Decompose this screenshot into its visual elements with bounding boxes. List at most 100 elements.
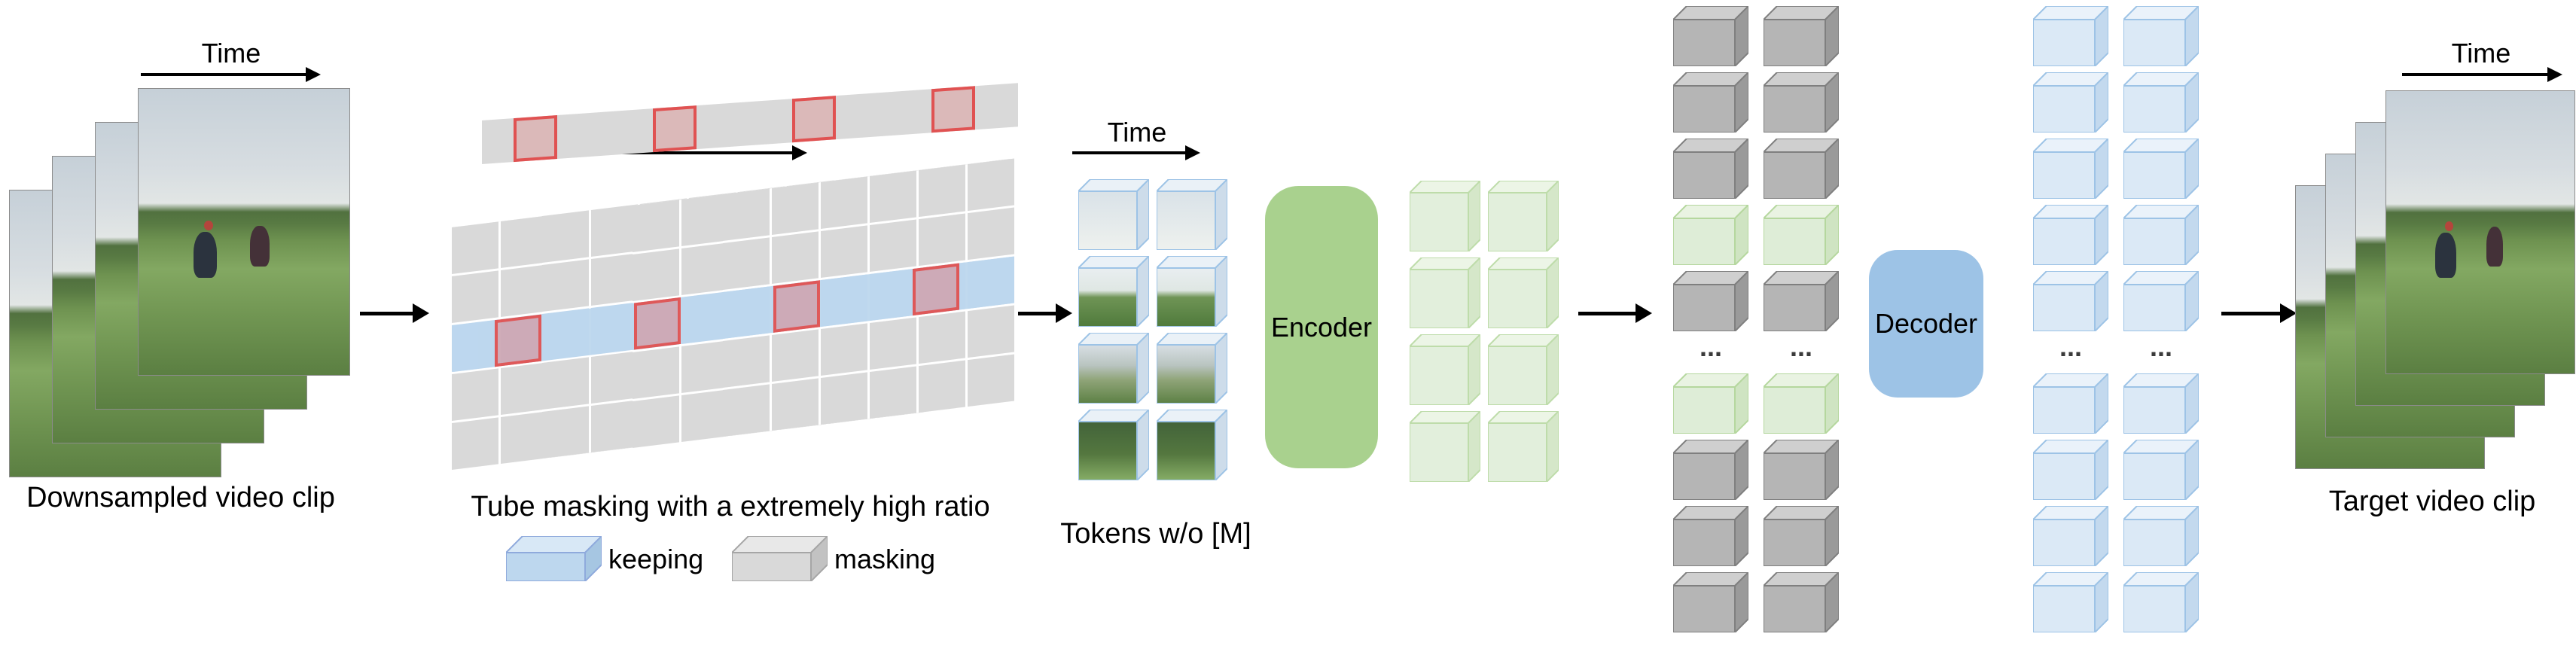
masked-patch	[452, 417, 498, 470]
visible-token-cube	[1078, 333, 1149, 404]
red-marker	[203, 220, 214, 231]
decoded-token-cube	[2033, 205, 2108, 265]
masked-patch	[681, 242, 728, 296]
masked-patch	[452, 221, 498, 274]
masked-patch	[968, 305, 1014, 358]
downsampled-video-stack	[9, 88, 355, 483]
player-figure	[2486, 227, 2503, 267]
visible-token-cube	[1157, 256, 1227, 327]
ellipsis: ...	[1699, 331, 1722, 362]
time-arrowhead-left-icon	[306, 67, 321, 82]
decoder-block: Decoder	[1869, 250, 1983, 398]
masked-patch	[681, 389, 728, 443]
encoded-token-cube	[1673, 373, 1748, 434]
masked-patch	[633, 395, 679, 448]
player-figure	[250, 226, 270, 267]
mask-token-cube	[1673, 572, 1748, 632]
highlighted-kept-patch	[773, 280, 820, 333]
time-label-tokens: Time	[1107, 117, 1167, 148]
encoded-token-cube	[1673, 205, 1748, 265]
mask-token-cube	[1673, 506, 1748, 566]
masked-patch	[772, 378, 819, 431]
masked-patch	[542, 259, 589, 312]
time-arrowhead-tokens-icon	[1185, 145, 1200, 160]
ellipsis: ...	[2149, 331, 2172, 362]
mask-token-cube	[1673, 271, 1748, 331]
masked-patch	[723, 188, 770, 241]
masked-patch	[772, 182, 819, 236]
masked-patch	[919, 164, 965, 218]
flow-arrow-4-line	[2221, 312, 2282, 315]
keeping-legend-cube-icon	[506, 536, 602, 581]
highlighted-masked-patch	[653, 105, 697, 153]
masked-patch	[633, 346, 679, 399]
decoded-token-cube	[2123, 6, 2199, 66]
time-label-left: Time	[201, 38, 261, 69]
masked-patch	[501, 411, 547, 465]
highlighted-kept-patch	[913, 263, 959, 316]
time-arrowhead-masking-icon	[792, 145, 807, 160]
highlighted-kept-patch	[495, 314, 541, 367]
decoded-token-cube	[2123, 271, 2199, 331]
keeping-legend-label: keeping	[608, 544, 704, 574]
masked-patch	[968, 158, 1014, 212]
highlighted-masked-patch	[792, 96, 836, 143]
decoded-token-cube	[2123, 440, 2199, 500]
masked-patch	[452, 368, 498, 421]
decoded-token-cube	[2123, 506, 2199, 566]
visible-token-cube	[1078, 256, 1149, 327]
tokens-caption: Tokens w/o [M]	[1060, 518, 1251, 550]
masked-patch	[919, 360, 965, 413]
masked-patch	[591, 204, 638, 257]
masked-patch	[821, 176, 867, 230]
ellipsis: ...	[1789, 331, 1812, 362]
decoded-token-cube	[2123, 572, 2199, 632]
masked-patch	[542, 406, 589, 459]
target-video-caption: Target video clip	[2328, 486, 2536, 517]
mask-token-cube	[1764, 72, 1839, 133]
masked-patch	[870, 170, 916, 224]
player-figure	[2435, 232, 2456, 278]
player-figure	[193, 232, 217, 278]
highlighted-masked-patch	[514, 115, 557, 163]
visible-token-cube	[1157, 179, 1227, 250]
masked-patch	[919, 213, 965, 267]
masked-patch	[821, 225, 867, 279]
masked-patch	[968, 207, 1014, 261]
visible-token-cube	[1157, 333, 1227, 404]
masked-patch	[870, 219, 916, 273]
time-arrow-tokens-line	[1072, 151, 1187, 154]
decoded-token-cube	[2033, 6, 2108, 66]
video-frame	[2385, 90, 2575, 374]
mask-token-cube	[1673, 6, 1748, 66]
masked-patch	[452, 270, 498, 323]
masked-patch	[591, 253, 638, 306]
masked-patch	[772, 231, 819, 285]
red-marker	[2444, 221, 2453, 231]
masked-patch	[968, 354, 1014, 407]
mask-token-cube	[1764, 440, 1839, 500]
decoded-token-cube	[2123, 139, 2199, 199]
flow-arrowhead-3-icon	[1636, 303, 1652, 323]
mask-token-cube	[1764, 572, 1839, 632]
encoder-block: Encoder	[1265, 186, 1378, 468]
visible-token-cube	[1078, 179, 1149, 250]
encoder-output-token-cube	[1410, 257, 1480, 328]
decoded-token-cube	[2123, 205, 2199, 265]
flow-arrow-1-line	[360, 312, 414, 315]
mask-token-cube	[1673, 72, 1748, 133]
mask-token-cube	[1764, 139, 1839, 199]
masked-patch	[542, 210, 589, 263]
masked-patch	[870, 317, 916, 370]
masked-patch	[919, 311, 965, 364]
ellipsis: ...	[2059, 331, 2082, 362]
masked-patch	[633, 200, 679, 252]
target-video-stack	[2295, 90, 2575, 474]
encoder-output-token-cube	[1488, 411, 1559, 482]
masked-patch	[542, 357, 589, 410]
flow-arrow-3-line	[1578, 312, 1637, 315]
masked-patch	[870, 366, 916, 419]
masked-patch	[591, 351, 638, 404]
masked-patch	[723, 384, 770, 437]
masked-patch	[772, 329, 819, 382]
